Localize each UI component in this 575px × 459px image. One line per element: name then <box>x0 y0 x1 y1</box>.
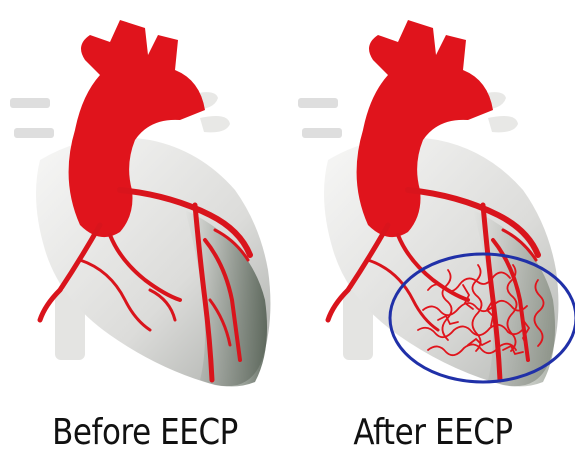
pulmonary-vein <box>488 116 518 132</box>
before-panel: Before EECP <box>0 0 290 459</box>
heart-before-illustration <box>0 0 290 420</box>
vessel-stub <box>302 128 342 138</box>
vessel-stub <box>10 98 50 108</box>
before-caption: Before EECP <box>20 412 269 453</box>
heart-after-illustration <box>288 0 575 420</box>
after-panel: After EECP <box>288 0 575 459</box>
pulmonary-vein <box>200 116 230 132</box>
vessel-stub <box>14 128 54 138</box>
vessel-stub <box>298 98 338 108</box>
after-caption: After EECP <box>308 412 557 453</box>
